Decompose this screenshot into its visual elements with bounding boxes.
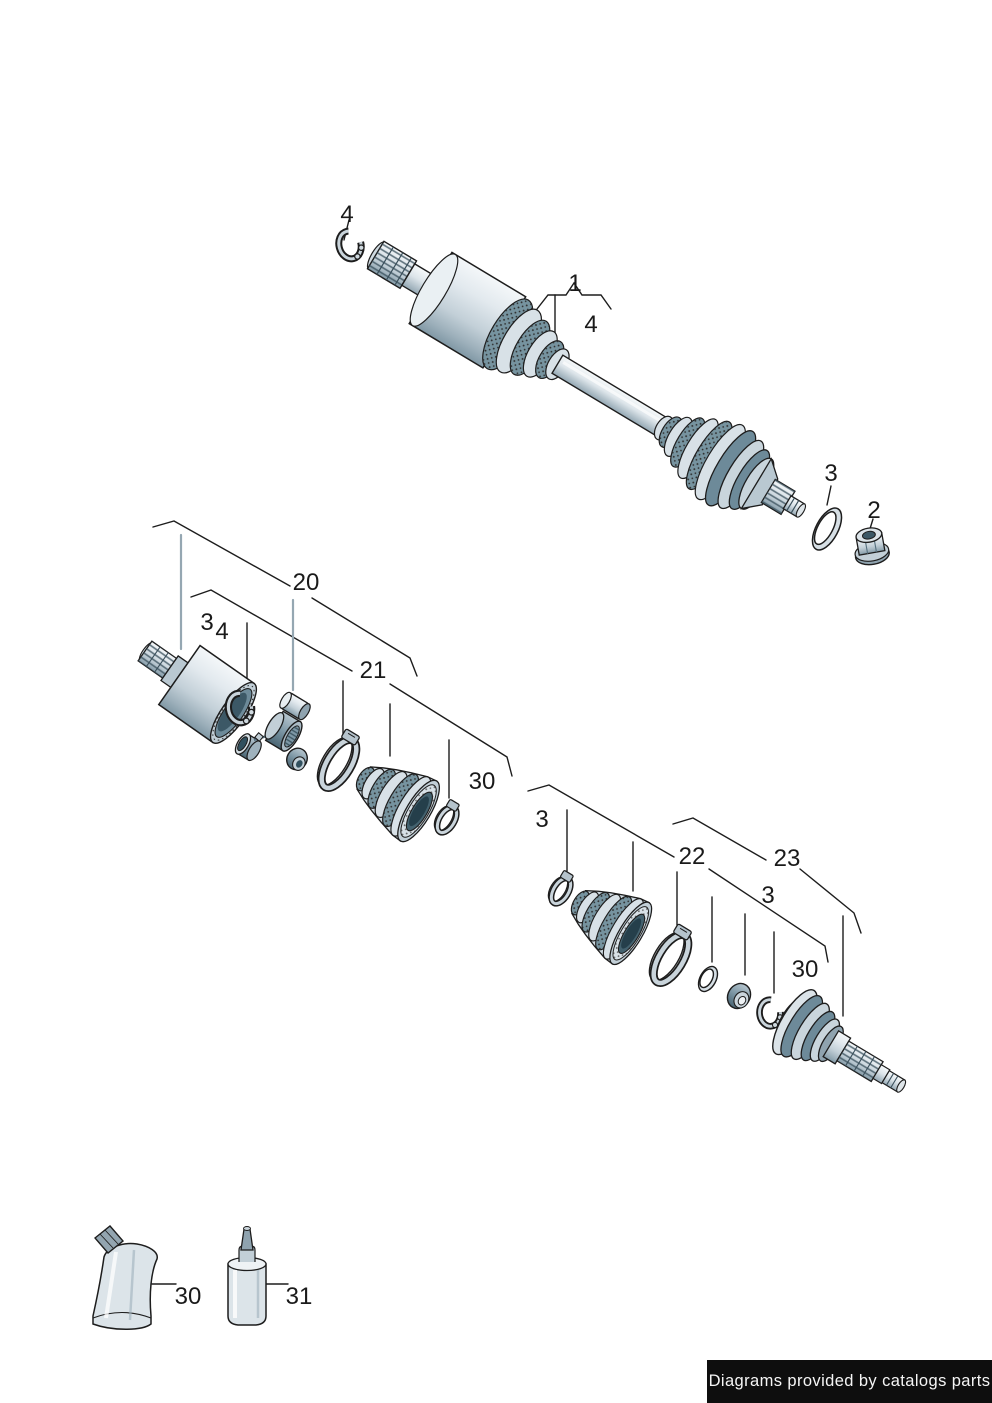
callout-31-sealant[interactable]: 31 [286,1283,313,1310]
grease-tube [92,1225,158,1330]
attribution-banner: Diagrams provided by catalogs parts [707,1360,992,1403]
circlip-top [336,228,367,263]
spacer-ring [811,507,843,551]
bracket-23 [672,817,767,861]
callout-1[interactable]: 1 [568,270,581,297]
callout-23[interactable]: 23 [774,845,801,872]
callout-3-inner[interactable]: 3 [200,609,213,636]
attribution-text: Diagrams provided by catalogs parts [708,1372,991,1390]
callout-30-outer[interactable]: 30 [792,956,819,983]
clamp-large-outer [643,921,699,988]
outer-cv-joint [772,989,907,1093]
callout-3-mid[interactable]: 3 [535,806,548,833]
sealant-bottle [227,1226,267,1326]
washer-ring [697,965,719,993]
hex-flange-nut [854,527,890,566]
hub-cap [279,691,311,721]
callout-4-inner[interactable]: 4 [215,618,228,645]
callout-lines [151,219,874,1285]
bushing [234,733,262,762]
callout-30-inner[interactable]: 30 [469,768,496,795]
callout-20[interactable]: 20 [293,569,320,596]
callout-30-grease[interactable]: 30 [175,1283,202,1310]
deflector-cap [726,982,752,1010]
callout-22[interactable]: 22 [679,843,706,870]
gray-leader-lines [179,533,295,692]
bracket-22 [527,784,675,858]
bracket-20 [152,520,291,587]
bracket-21 [190,589,353,672]
bracket-1 [536,281,612,310]
splined-hub [264,710,303,752]
inner-joint-stub [137,640,258,744]
callout-4-top[interactable]: 4 [340,201,353,228]
clamp-small-outer [544,869,577,907]
callout-3-outer[interactable]: 3 [761,882,774,909]
callout-2[interactable]: 2 [867,497,880,524]
drive-axle-assembly [366,240,807,518]
cone-roller [286,747,308,771]
callout-21[interactable]: 21 [360,657,387,684]
callout-3-shaft[interactable]: 3 [824,460,837,487]
callout-4-shaft[interactable]: 4 [584,311,597,338]
